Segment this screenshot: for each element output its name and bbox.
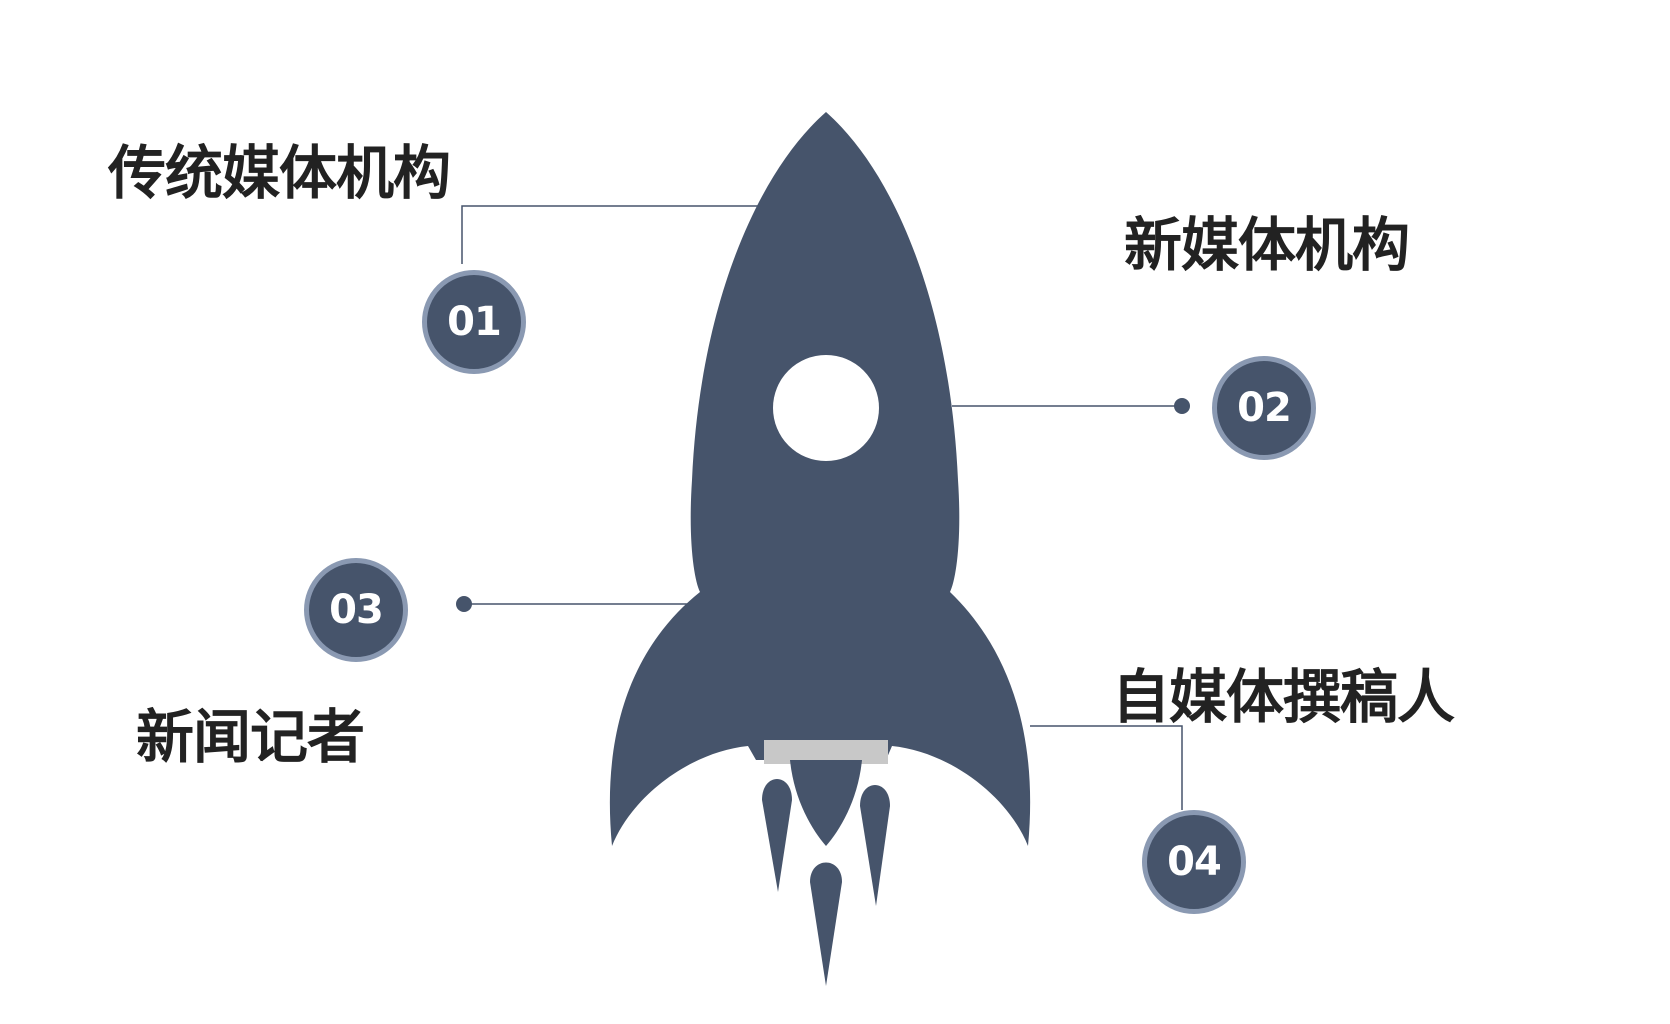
flame-center	[810, 862, 842, 986]
label-01: 传统媒体机构	[108, 139, 451, 207]
nozzle-center	[790, 760, 862, 846]
connector-line-01	[461, 205, 760, 264]
label-03: 新闻记者	[136, 703, 365, 771]
badge-04: 04	[1142, 810, 1246, 914]
badge-03: 03	[304, 558, 408, 662]
rocket-body	[609, 112, 1031, 846]
label-04: 自媒体撰稿人	[1112, 663, 1455, 731]
connector-dot-03	[456, 596, 472, 612]
porthole-window	[773, 355, 879, 461]
connector-line-04	[1030, 725, 1183, 810]
badge-01: 01	[422, 270, 526, 374]
flame-left	[762, 779, 792, 892]
badge-02: 02	[1212, 356, 1316, 460]
label-02: 新媒体机构	[1124, 211, 1410, 279]
flame-right	[860, 785, 890, 906]
connector-dot-02	[1174, 398, 1190, 414]
